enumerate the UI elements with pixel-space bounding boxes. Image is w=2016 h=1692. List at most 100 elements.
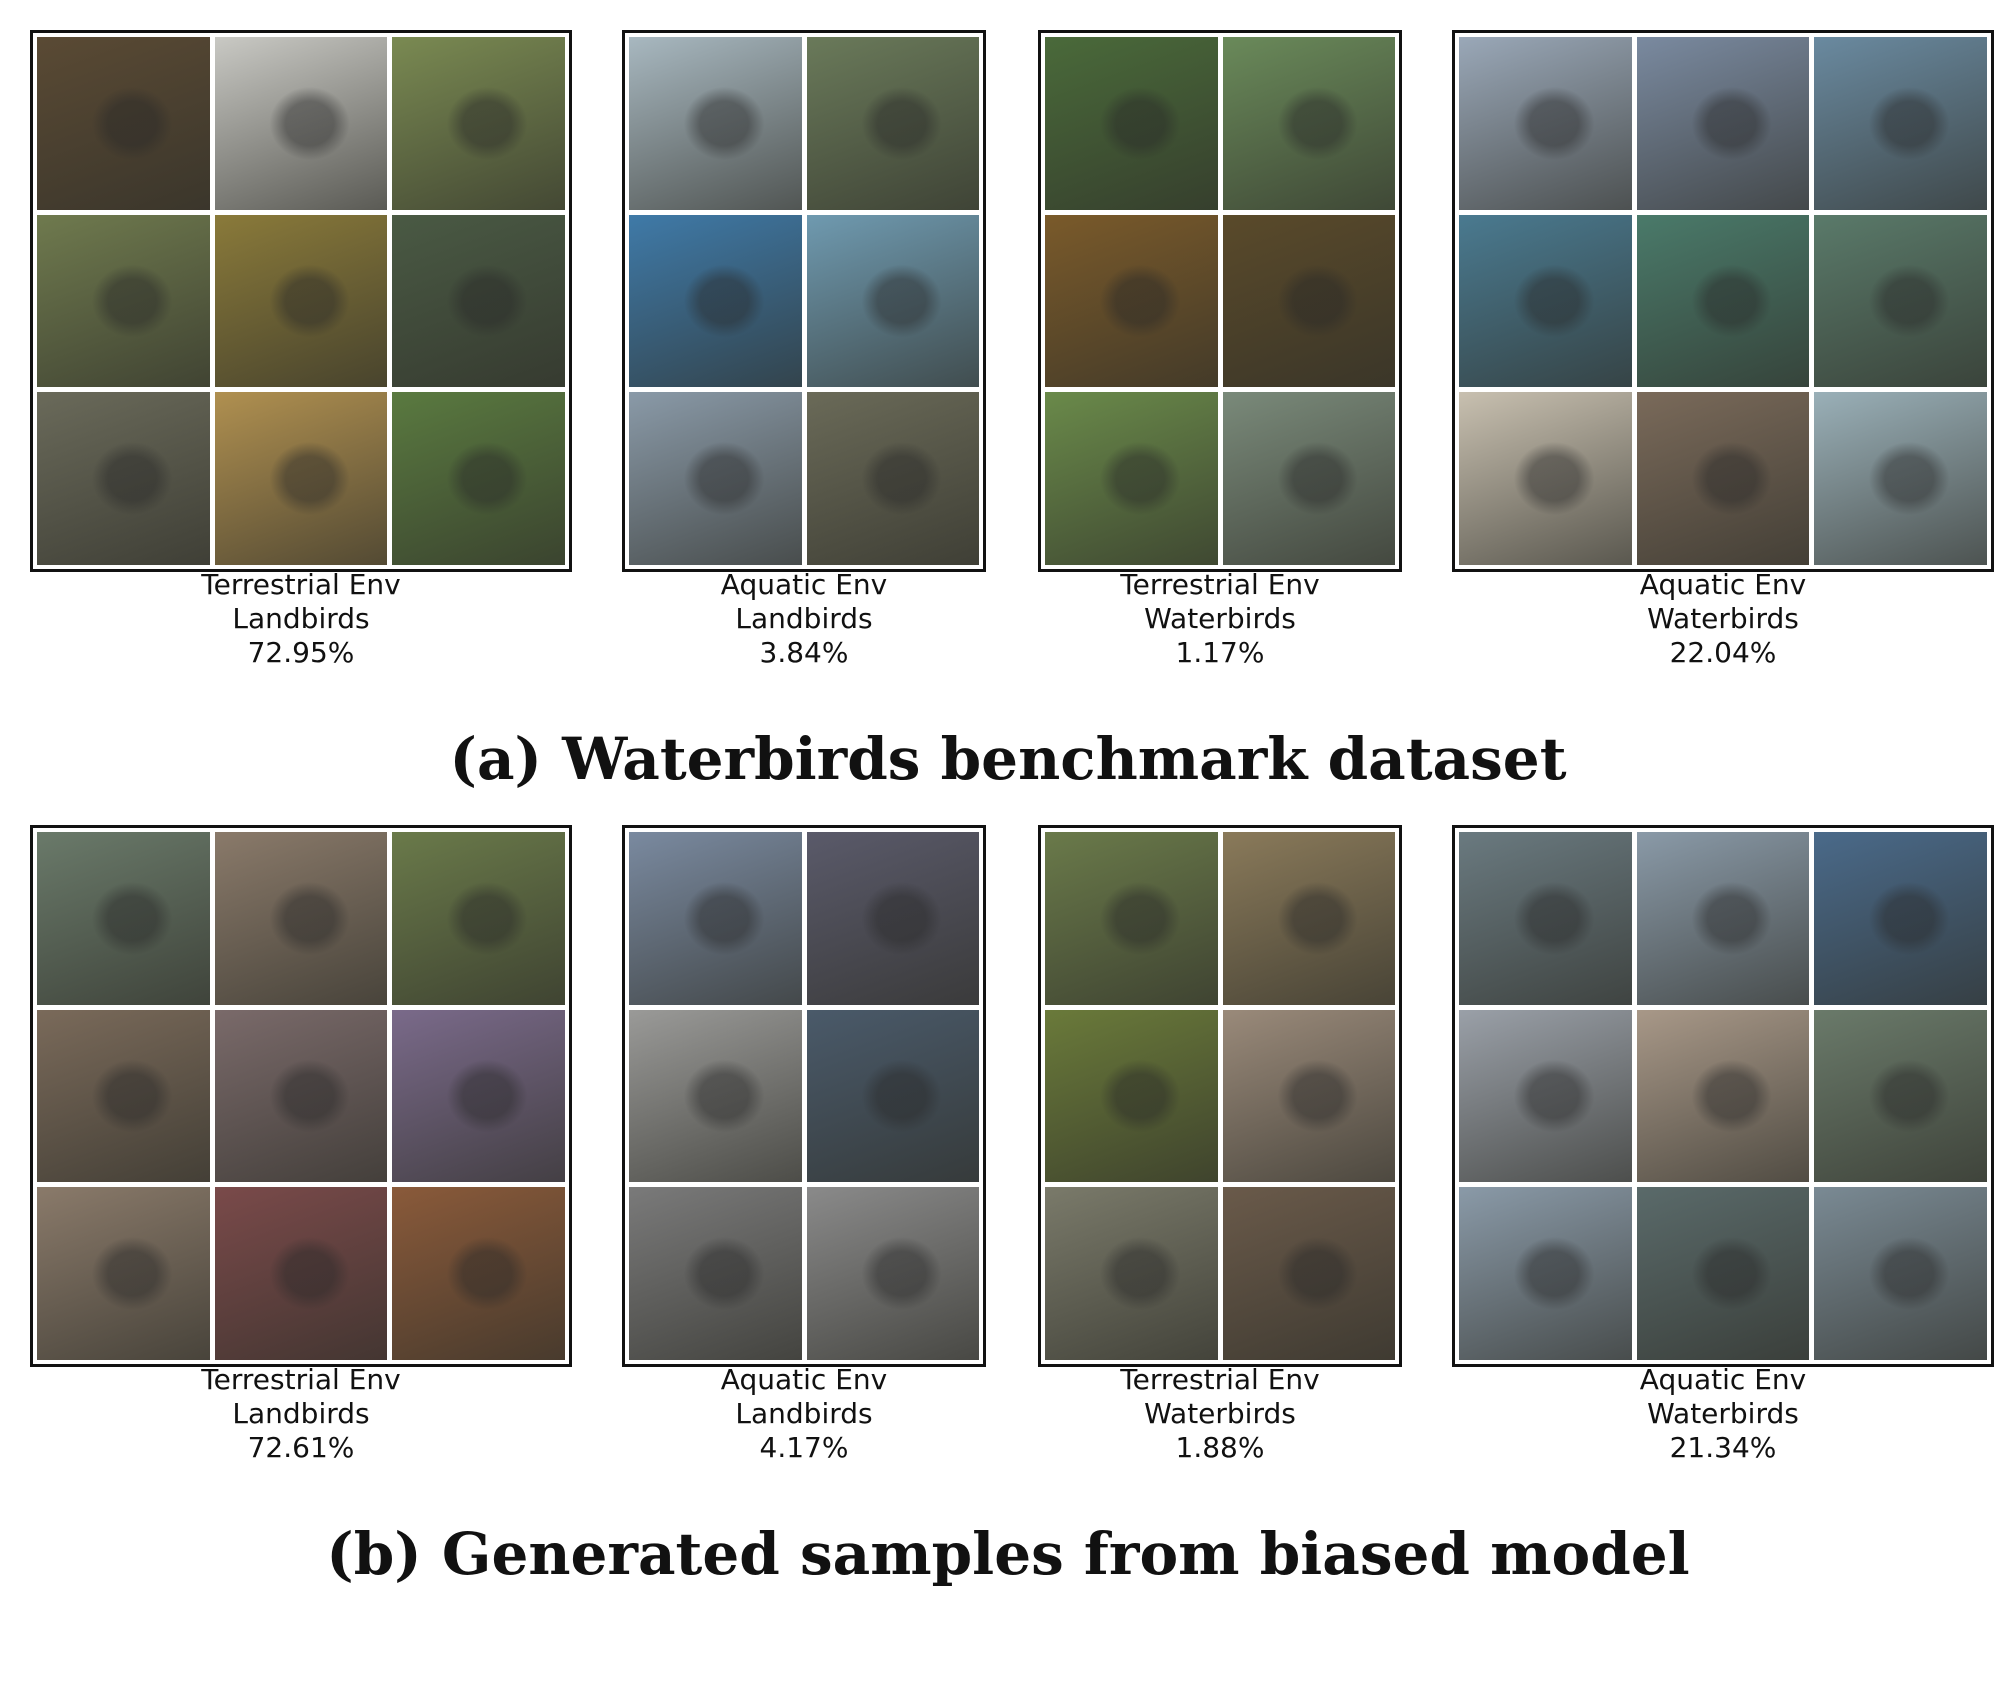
- bird-photo: [392, 1187, 565, 1360]
- image-grid: [1452, 825, 1994, 1367]
- bird-photo: [806, 1009, 979, 1183]
- env-label: Aquatic Env: [1639, 568, 1807, 601]
- env-label: Terrestrial Env: [1120, 1363, 1320, 1396]
- bird-photo: [806, 392, 979, 565]
- image-grid: [622, 825, 986, 1367]
- bird-photo: [392, 392, 565, 565]
- bird-photo: [1459, 37, 1632, 210]
- percent-label: 1.88%: [1175, 1431, 1265, 1464]
- bird-photo: [1636, 37, 1810, 210]
- bird-photo: [806, 832, 979, 1005]
- bird-photo: [392, 214, 565, 388]
- bird-photo: [806, 1187, 979, 1360]
- bird-photo: [214, 1009, 388, 1183]
- bird-label: Landbirds: [232, 602, 370, 635]
- bird-label: Waterbirds: [1144, 602, 1296, 635]
- percent-label: 72.61%: [247, 1431, 355, 1464]
- bird-label: Landbirds: [232, 1397, 370, 1430]
- bird-photo: [392, 1009, 565, 1183]
- bird-photo: [1636, 392, 1810, 565]
- bird-photo: [1222, 214, 1395, 388]
- bird-photo: [37, 1009, 210, 1183]
- bird-photo: [1045, 1009, 1218, 1183]
- bird-photo: [1222, 1187, 1395, 1360]
- percent-label: 4.17%: [759, 1431, 849, 1464]
- bird-photo: [392, 832, 565, 1005]
- group-label: Terrestrial Env Waterbirds 1.17%: [1038, 568, 1402, 670]
- group-label: Aquatic Env Landbirds 4.17%: [622, 1363, 986, 1465]
- bird-photo: [1045, 392, 1218, 565]
- bird-photo: [1222, 392, 1395, 565]
- bird-photo: [1814, 37, 1987, 210]
- bird-photo: [214, 37, 388, 210]
- bird-photo: [629, 1187, 802, 1360]
- bird-photo: [214, 214, 388, 388]
- percent-label: 3.84%: [759, 636, 849, 669]
- bird-photo: [1814, 832, 1987, 1005]
- bird-photo: [1045, 832, 1218, 1005]
- group-label: Terrestrial Env Waterbirds 1.88%: [1038, 1363, 1402, 1465]
- bird-photo: [1459, 392, 1632, 565]
- env-label: Terrestrial Env: [1120, 568, 1320, 601]
- bird-photo: [1636, 1187, 1810, 1360]
- bird-photo: [1636, 214, 1810, 388]
- image-grid: [1452, 30, 1994, 572]
- bird-photo: [629, 1009, 802, 1183]
- bird-photo: [392, 37, 565, 210]
- bird-photo: [806, 214, 979, 388]
- bird-photo: [214, 832, 388, 1005]
- bird-photo: [1814, 214, 1987, 388]
- percent-label: 22.04%: [1669, 636, 1777, 669]
- group-label: Terrestrial Env Landbirds 72.61%: [30, 1363, 572, 1465]
- bird-photo: [1222, 37, 1395, 210]
- bird-photo: [1459, 832, 1632, 1005]
- bird-photo: [1459, 214, 1632, 388]
- bird-photo: [629, 37, 802, 210]
- bird-photo: [1814, 1187, 1987, 1360]
- percent-label: 21.34%: [1669, 1431, 1777, 1464]
- image-grid: [30, 825, 572, 1367]
- caption-b: (b) Generated samples from biased model: [326, 1520, 1690, 1588]
- image-grid: [1038, 30, 1402, 572]
- bird-photo: [37, 832, 210, 1005]
- bird-photo: [37, 214, 210, 388]
- group-label: Aquatic Env Waterbirds 22.04%: [1452, 568, 1994, 670]
- bird-photo: [1459, 1009, 1632, 1183]
- bird-photo: [214, 1187, 388, 1360]
- image-grid: [1038, 825, 1402, 1367]
- bird-photo: [1814, 392, 1987, 565]
- group-label: Aquatic Env Waterbirds 21.34%: [1452, 1363, 1994, 1465]
- env-label: Terrestrial Env: [201, 568, 401, 601]
- bird-photo: [1045, 1187, 1218, 1360]
- env-label: Aquatic Env: [720, 1363, 888, 1396]
- env-label: Aquatic Env: [1639, 1363, 1807, 1396]
- env-label: Terrestrial Env: [201, 1363, 401, 1396]
- caption-a: (a) Waterbirds benchmark dataset: [449, 725, 1567, 793]
- bird-photo: [1636, 832, 1810, 1005]
- bird-label: Waterbirds: [1647, 1397, 1799, 1430]
- bird-photo: [1636, 1009, 1810, 1183]
- bird-photo: [806, 37, 979, 210]
- bird-photo: [37, 37, 210, 210]
- image-grid: [622, 30, 986, 572]
- bird-label: Landbirds: [735, 602, 873, 635]
- percent-label: 1.17%: [1175, 636, 1265, 669]
- bird-photo: [37, 1187, 210, 1360]
- bird-photo: [629, 214, 802, 388]
- bird-photo: [1459, 1187, 1632, 1360]
- group-label: Terrestrial Env Landbirds 72.95%: [30, 568, 572, 670]
- bird-label: Waterbirds: [1647, 602, 1799, 635]
- bird-photo: [1222, 832, 1395, 1005]
- bird-photo: [1045, 37, 1218, 210]
- bird-photo: [1222, 1009, 1395, 1183]
- bird-photo: [1814, 1009, 1987, 1183]
- bird-photo: [629, 832, 802, 1005]
- image-grid: [30, 30, 572, 572]
- panel-b: Terrestrial Env Landbirds 72.61% Aquatic…: [0, 825, 2016, 1525]
- bird-label: Waterbirds: [1144, 1397, 1296, 1430]
- bird-photo: [37, 392, 210, 565]
- percent-label: 72.95%: [247, 636, 355, 669]
- env-label: Aquatic Env: [720, 568, 888, 601]
- group-label: Aquatic Env Landbirds 3.84%: [622, 568, 986, 670]
